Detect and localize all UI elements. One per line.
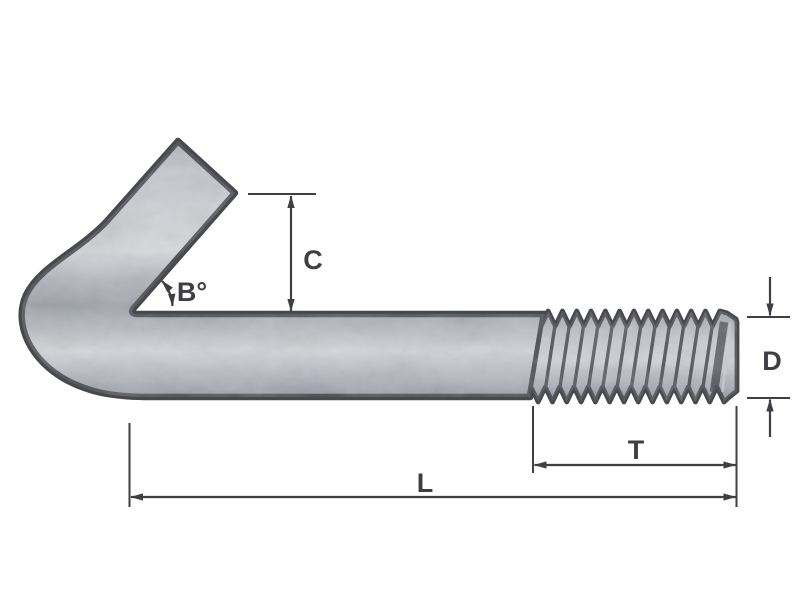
label-bend-angle: B° bbox=[177, 277, 207, 307]
dimension-d: D bbox=[747, 277, 790, 437]
label-d: D bbox=[762, 346, 782, 376]
label-c: C bbox=[303, 245, 323, 275]
dimension-l: L bbox=[128, 406, 738, 507]
label-l: L bbox=[417, 468, 434, 498]
dimension-c: C bbox=[248, 193, 323, 312]
dimension-t: T bbox=[532, 406, 737, 473]
dimension-bend-angle: B° bbox=[161, 277, 207, 307]
galvanized-texture bbox=[21, 141, 737, 402]
label-t: T bbox=[628, 435, 645, 465]
angle-arc bbox=[161, 280, 176, 307]
